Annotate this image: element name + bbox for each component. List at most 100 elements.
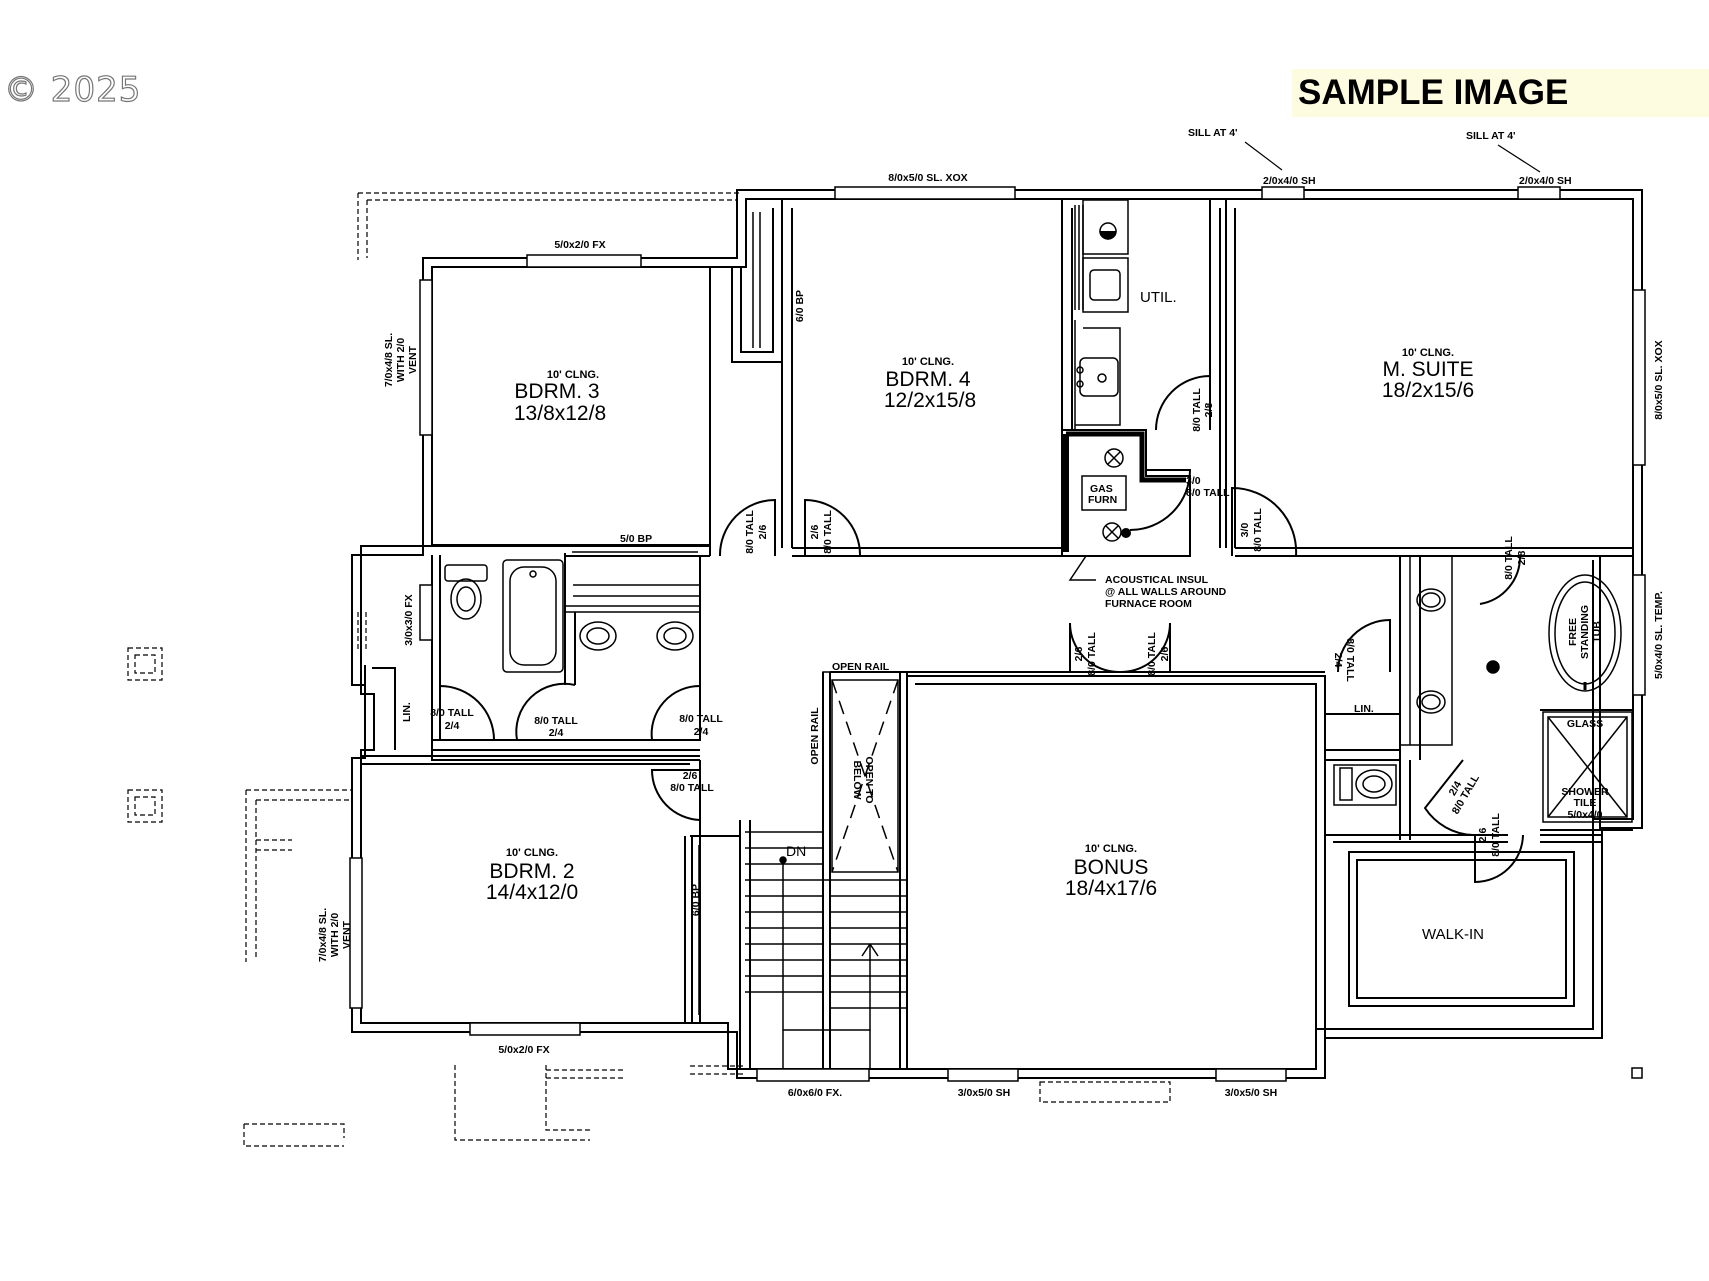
- sample-image-label: SAMPLE IMAGE: [1298, 73, 1569, 112]
- bp-bdrm4-label: 6/0 BP: [794, 290, 806, 322]
- acoustic-note-1: ACOUSTICAL INSUL: [1105, 574, 1209, 586]
- door2-label-a: 2/6: [809, 525, 821, 540]
- door4b-label-a: 3/0: [1239, 523, 1251, 538]
- copyright-text: © 2025: [3, 69, 142, 110]
- window-bottom-stair-label: 6/0x6/0 FX.: [788, 1087, 842, 1099]
- window-left-bdrm3-label-a: 7/0x4/8 SL.: [383, 333, 395, 387]
- door6-label-a: 8/0 TALL: [430, 707, 474, 719]
- door14-label-a: 2/6: [1477, 828, 1489, 843]
- hall-bath-fixtures: [444, 559, 700, 673]
- door14-label-b: 8/0 TALL: [1490, 813, 1502, 857]
- walkin-label: WALK-IN: [1422, 926, 1484, 943]
- door4-label-b: 8/0 TALL: [1186, 487, 1230, 499]
- room-labels: 10' CLNG. BDRM. 3 13/8x12/8 10' CLNG. BD…: [401, 289, 1484, 943]
- door9-label-a: 2/6: [683, 770, 698, 782]
- bdrm4-name: BDRM. 4: [885, 368, 971, 391]
- door12-label-a: 8/0 TALL: [1344, 638, 1356, 682]
- bdrm3-name: BDRM. 3: [514, 380, 599, 403]
- door-swings: [439, 374, 1524, 884]
- post-marker: [1631, 1067, 1643, 1079]
- master-bath-fixtures: [1333, 556, 1633, 823]
- door6-label-b: 2/4: [445, 720, 460, 732]
- door4b-label-b: 8/0 TALL: [1252, 508, 1264, 552]
- window-left-bdrm3-label-b: WITH 2/0: [395, 338, 407, 382]
- tub-label-3: TUB: [1591, 621, 1603, 643]
- furnace-gas-label: GAS: [1090, 483, 1113, 495]
- bonus-name: BONUS: [1074, 856, 1149, 879]
- window-bottom-bdrm2-label: 5/0x2/0 FX: [498, 1044, 549, 1056]
- door3-label-a: 8/0 TALL: [1191, 388, 1203, 432]
- walls: [351, 189, 1643, 1079]
- door1-label-a: 8/0 TALL: [744, 510, 756, 554]
- sill-note-1: SILL AT 4': [1188, 127, 1238, 139]
- window-right-suite-label: 8/0x5/0 SL. XOX: [1653, 340, 1665, 419]
- tub-label-1: FREE: [1567, 618, 1579, 646]
- open-to-below-label-1: OPEN TO: [863, 756, 875, 803]
- bdrm2-name: BDRM. 2: [489, 860, 574, 883]
- window-left-bdrm2-label-a: 7/0x4/8 SL.: [317, 908, 329, 962]
- door5-label-b: 2/8: [1516, 551, 1528, 566]
- door8-label-b: 2/4: [694, 726, 709, 738]
- door1-label-b: 2/6: [757, 525, 769, 540]
- open-rail-side-label: OPEN RAIL: [809, 707, 821, 765]
- tub-label-2: STANDING: [1579, 605, 1591, 659]
- window-left-bath-label: 3/0x3/0 FX: [403, 594, 415, 645]
- sill-note-2: SILL AT 4': [1466, 130, 1516, 142]
- window-sh-top2-label: 2/0x4/0 SH: [1519, 175, 1572, 187]
- window-left-bdrm3-label-c: VENT: [407, 345, 419, 374]
- notes: ACOUSTICAL INSUL @ ALL WALLS AROUND FURN…: [786, 574, 1609, 859]
- util-fixtures: [1074, 199, 1129, 430]
- lin-right-label: LIN.: [1354, 703, 1374, 715]
- shower-glass-label: GLASS: [1567, 718, 1603, 730]
- suite-name: M. SUITE: [1382, 358, 1473, 381]
- window-labels: 8/0x5/0 SL. XOX 5/0x2/0 FX SILL AT 4' SI…: [317, 127, 1665, 1099]
- suite-size: 18/2x15/6: [1382, 379, 1474, 402]
- stair-down-label: DN: [786, 843, 806, 859]
- door8-label-a: 8/0 TALL: [679, 713, 723, 725]
- bdrm4-size: 12/2x15/8: [884, 389, 976, 412]
- door10-label-a: 2/6: [1073, 647, 1085, 662]
- window-bottom-bonus1-label: 3/0x5/0 SH: [958, 1087, 1011, 1099]
- leader-lines: [1244, 141, 1541, 173]
- window-left-bdrm2-label-b: WITH 2/0: [329, 913, 341, 957]
- bypass-doors: [572, 212, 761, 1015]
- shower-label-2: TILE: [1574, 797, 1597, 809]
- door10-label-b: 8/0 TALL: [1086, 632, 1098, 676]
- window-top-bdrm4-label: 8/0x5/0 SL. XOX: [888, 172, 967, 184]
- door5-label-a: 8/0 TALL: [1503, 536, 1515, 580]
- door7-label-a: 8/0 TALL: [534, 715, 578, 727]
- door9-label-b: 8/0 TALL: [670, 782, 714, 794]
- door4-label-a: 3/0: [1186, 475, 1201, 487]
- stairs: [745, 671, 908, 1069]
- door11-label-b: 2/6: [1159, 647, 1171, 662]
- lin-left-label: LIN.: [401, 702, 413, 722]
- bdrm4-ceiling: 10' CLNG.: [902, 356, 954, 368]
- bonus-size: 18/4x17/6: [1065, 877, 1157, 900]
- window-top-bdrm3-label: 5/0x2/0 FX: [554, 239, 605, 251]
- bdrm2-ceiling: 10' CLNG.: [506, 847, 558, 859]
- sample-image-banner: SAMPLE IMAGE: [1292, 69, 1709, 117]
- open-rail-top-label: OPEN RAIL: [832, 661, 890, 673]
- door11-label-a: 8/0 TALL: [1146, 632, 1158, 676]
- bdrm3-size: 13/8x12/8: [514, 402, 606, 425]
- door7-label-b: 2/4: [549, 727, 564, 739]
- furnace-furn-label: FURN: [1088, 494, 1117, 506]
- acoustic-note-3: FURNACE ROOM: [1105, 598, 1192, 610]
- door2-label-b: 8/0 TALL: [822, 510, 834, 554]
- exterior-dashed-outlines: [127, 192, 1171, 1147]
- open-to-below-label-2: BELOW: [851, 760, 863, 799]
- suite-ceiling: 10' CLNG.: [1402, 347, 1454, 359]
- door12-label-b: 2/4: [1332, 653, 1344, 668]
- windows: [349, 186, 1646, 1082]
- window-left-bdrm2-label-c: VENT: [341, 920, 353, 949]
- door3-label-b: 2/8: [1203, 403, 1215, 418]
- bdrm3-ceiling: 10' CLNG.: [547, 369, 599, 381]
- shower-label-3: 5/0x4/0: [1567, 809, 1602, 821]
- window-right-tub-label: 5/0x4/0 SL. TEMP.: [1653, 591, 1665, 679]
- bdrm2-size: 14/4x12/0: [486, 881, 578, 904]
- acoustic-note-2: @ ALL WALLS AROUND: [1105, 586, 1227, 598]
- window-sh-top1-label: 2/0x4/0 SH: [1263, 175, 1316, 187]
- furnace-room: GAS FURN: [1061, 429, 1191, 581]
- bp-bath-label: 5/0 BP: [620, 533, 652, 545]
